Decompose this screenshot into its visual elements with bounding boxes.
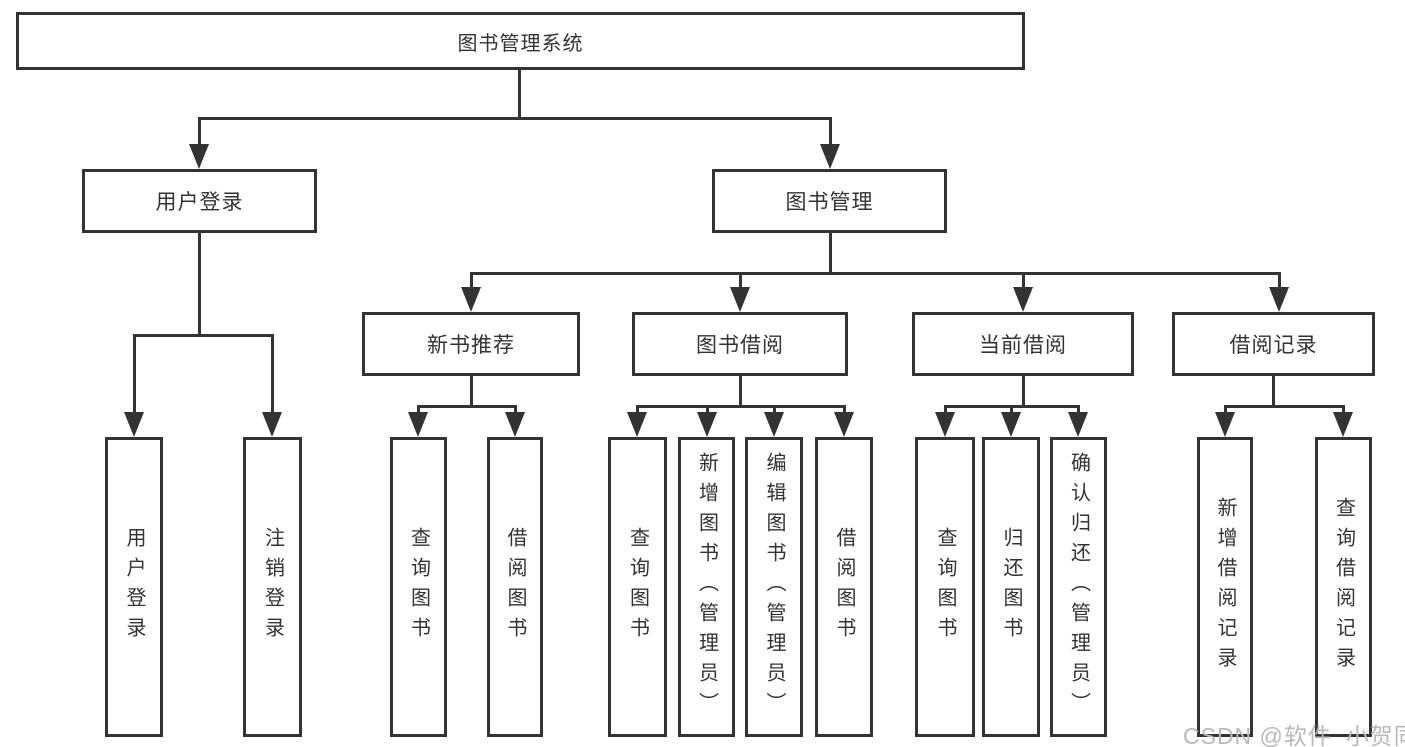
arrowhead-icon [124, 412, 144, 437]
node-current-borrow: 当前借阅 [912, 312, 1134, 376]
leaf-query-book-3: 查询图书 [915, 437, 975, 737]
arrowhead-icon [834, 412, 854, 437]
connector-to-new-book [470, 272, 473, 288]
csdn-watermark: CSDN @软件_小贺同学 [1183, 723, 1405, 747]
connector-to-book-borrow [739, 272, 742, 288]
connector-level3-rail [470, 272, 1281, 275]
leaf-user-login: 用户登录 [105, 437, 163, 737]
connector-new-book-rail [417, 405, 517, 408]
leaf-confirm-return-admin-label: 确认归还（管理员） [1067, 452, 1090, 722]
arrowhead-icon [408, 412, 428, 437]
connector-user-login-stem [198, 233, 201, 336]
arrowhead-icon [1215, 412, 1235, 437]
leaf-query-book-1: 查询图书 [390, 437, 447, 737]
leaf-query-book-3-label: 查询图书 [934, 527, 956, 647]
leaf-borrow-book-2: 借阅图书 [815, 437, 873, 737]
connector-borrow-records-rail [1224, 405, 1345, 408]
connector-leaf-drop [773, 405, 776, 414]
connector-leaf-drop [706, 405, 709, 414]
connector-book-borrow-rail [636, 405, 846, 408]
leaf-add-book-admin: 新增图书（管理员） [678, 437, 735, 737]
connector-leaf-drop [636, 405, 639, 414]
leaf-query-borrow-record-label: 查询借阅记录 [1332, 497, 1355, 677]
leaf-query-book-2-label: 查询图书 [626, 527, 649, 647]
connector-book-borrow-stem [739, 376, 742, 407]
leaf-logout-label: 注销登录 [261, 527, 284, 647]
connector-to-leaf-logout [271, 334, 274, 413]
connector-borrow-records-stem [1272, 376, 1275, 407]
node-book-management: 图书管理 [712, 169, 947, 233]
connector-to-book-management [829, 117, 832, 145]
leaf-add-book-admin-label: 新增图书（管理员） [695, 452, 718, 722]
leaf-borrow-book-1-label: 借阅图书 [504, 527, 526, 647]
leaf-add-borrow-record-label: 新增借阅记录 [1214, 497, 1236, 677]
leaf-user-login-label: 用户登录 [123, 527, 145, 647]
connector-leaf-drop [1010, 405, 1013, 414]
arrowhead-icon [820, 144, 840, 169]
connector-to-borrow-records [1278, 272, 1281, 288]
leaf-query-book-1-label: 查询图书 [407, 527, 430, 647]
arrowhead-icon [697, 412, 717, 437]
arrowhead-icon [262, 412, 282, 437]
arrowhead-icon [461, 287, 481, 312]
arrowhead-icon [1001, 412, 1021, 437]
connector-leaf-drop [514, 405, 517, 414]
arrowhead-icon [764, 412, 784, 437]
node-root: 图书管理系统 [16, 12, 1025, 70]
connector-to-user-login [198, 117, 201, 145]
leaf-borrow-book-2-label: 借阅图书 [833, 527, 855, 647]
node-user-login: 用户登录 [82, 169, 317, 233]
connector-to-current-borrow [1022, 272, 1025, 288]
leaf-borrow-book-1: 借阅图书 [487, 437, 543, 737]
connector-root-stem [518, 70, 521, 118]
arrowhead-icon [935, 412, 955, 437]
leaf-query-book-2: 查询图书 [608, 437, 667, 737]
arrowhead-icon [627, 412, 647, 437]
arrowhead-icon [189, 144, 209, 169]
connector-book-management-stem [829, 233, 832, 274]
connector-user-login-rail [133, 334, 274, 337]
arrowhead-icon [1013, 287, 1033, 312]
node-book-borrow: 图书借阅 [632, 312, 848, 376]
connector-leaf-drop [1342, 405, 1345, 414]
leaf-query-borrow-record: 查询借阅记录 [1315, 437, 1372, 737]
connector-new-book-stem [470, 376, 473, 407]
leaf-add-borrow-record: 新增借阅记录 [1197, 437, 1253, 737]
connector-leaf-drop [1077, 405, 1080, 414]
arrowhead-icon [505, 412, 525, 437]
node-borrow-records: 借阅记录 [1172, 312, 1375, 376]
leaf-edit-book-admin-label: 编辑图书（管理员） [763, 452, 785, 722]
leaf-logout: 注销登录 [243, 437, 302, 737]
connector-level2-rail [198, 117, 832, 120]
arrowhead-icon [1269, 287, 1289, 312]
node-new-book-recommend: 新书推荐 [362, 312, 580, 376]
arrowhead-icon [1068, 412, 1088, 437]
connector-leaf-drop [843, 405, 846, 414]
leaf-confirm-return-admin: 确认归还（管理员） [1050, 437, 1107, 737]
arrowhead-icon [1333, 412, 1353, 437]
connector-current-borrow-stem [1022, 376, 1025, 407]
leaf-return-book: 归还图书 [982, 437, 1040, 737]
arrowhead-icon [730, 287, 750, 312]
connector-leaf-drop [944, 405, 947, 414]
connector-leaf-drop [1224, 405, 1227, 414]
leaf-return-book-label: 归还图书 [1000, 527, 1022, 647]
connector-to-leaf-user-login [133, 334, 136, 413]
leaf-edit-book-admin: 编辑图书（管理员） [745, 437, 803, 737]
connector-leaf-drop [417, 405, 420, 414]
